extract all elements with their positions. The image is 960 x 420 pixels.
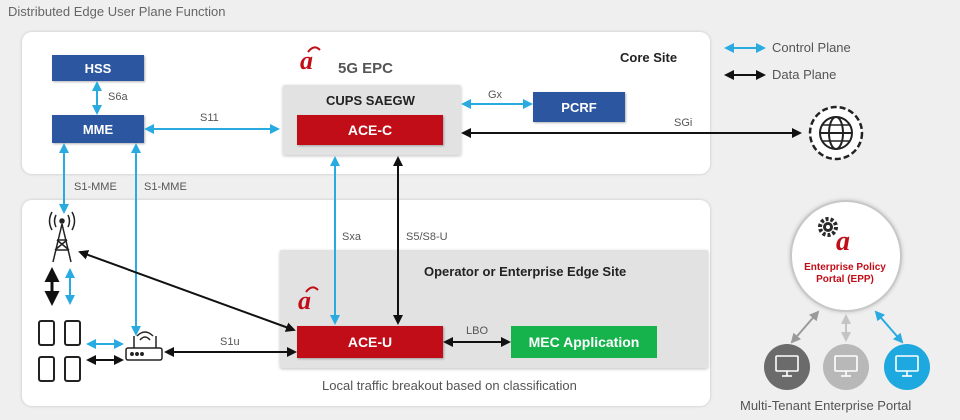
gear-icon bbox=[818, 217, 838, 237]
sgi-label: SGi bbox=[674, 117, 693, 129]
page-title: Distributed Edge User Plane Function bbox=[8, 4, 226, 19]
monitor-icon bbox=[775, 355, 919, 377]
phone-icon bbox=[38, 356, 55, 382]
edge-logo-a-icon: a bbox=[298, 286, 311, 315]
edge-site-footer: Local traffic breakout based on classifi… bbox=[322, 378, 577, 393]
cell-tower-icon bbox=[48, 211, 76, 263]
phone-icon bbox=[64, 356, 81, 382]
epp-tenant1-link bbox=[790, 310, 820, 344]
epp-label: Enterprise Policy Portal (EPP) bbox=[796, 262, 894, 286]
router-icon bbox=[125, 331, 163, 361]
tower-ace-u-link bbox=[78, 250, 296, 332]
mec-application-box: MEC Application bbox=[511, 326, 657, 358]
pcrf-box: PCRF bbox=[533, 92, 625, 122]
epp-circle bbox=[790, 200, 902, 312]
edge-site-title: Operator or Enterprise Edge Site bbox=[424, 264, 627, 279]
s1mme-left-label: S1-MME bbox=[74, 181, 117, 193]
hss-box: HSS bbox=[52, 55, 144, 81]
legend-data-label: Data Plane bbox=[772, 67, 837, 82]
s11-label: S11 bbox=[200, 112, 219, 124]
epp-label-line2: Portal (EPP) bbox=[816, 274, 874, 285]
lbo-label: LBO bbox=[466, 325, 489, 337]
epp-tenant3-link bbox=[874, 310, 904, 344]
s5s8u-label: S5/S8-U bbox=[406, 231, 448, 243]
s1u-label: S1u bbox=[220, 336, 240, 348]
cups-saegw-title: CUPS SAEGW bbox=[326, 93, 415, 108]
sxa-label: Sxa bbox=[342, 231, 361, 243]
ace-c-box: ACE-C bbox=[297, 115, 443, 145]
globe-icon bbox=[808, 105, 864, 161]
logo-a-icon: a bbox=[300, 46, 313, 75]
epp-logo-a-icon: a bbox=[836, 226, 850, 257]
mme-box: MME bbox=[52, 115, 144, 143]
phone-icon bbox=[64, 320, 81, 346]
core-site-title: Core Site bbox=[620, 50, 678, 65]
edge-logo-arc-icon bbox=[305, 286, 319, 293]
logo-arc-icon bbox=[307, 46, 321, 53]
legend-control-label: Control Plane bbox=[772, 40, 851, 55]
epc-title: 5G EPC bbox=[338, 60, 394, 77]
s6a-label: S6a bbox=[108, 91, 128, 103]
phone-icon bbox=[38, 320, 55, 346]
epp-label-line1: Enterprise Policy bbox=[804, 262, 886, 273]
epp-caption: Multi-Tenant Enterprise Portal bbox=[740, 398, 912, 413]
gx-label: Gx bbox=[488, 89, 503, 101]
s1mme-right-label: S1-MME bbox=[144, 181, 187, 193]
ace-u-box: ACE-U bbox=[297, 326, 443, 358]
